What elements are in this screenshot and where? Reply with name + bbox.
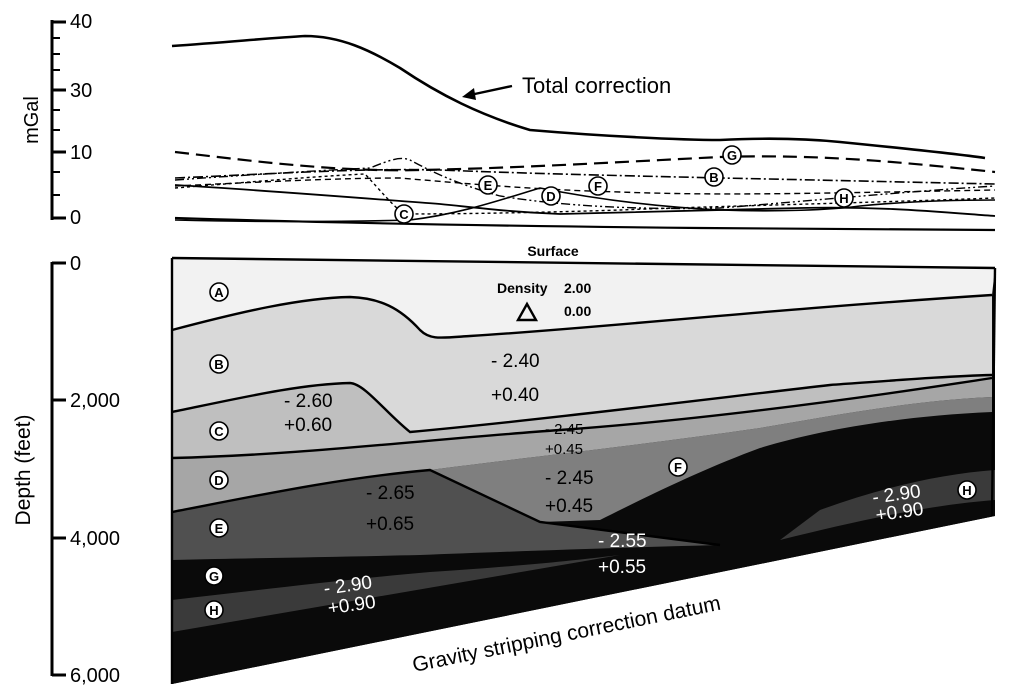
layer-marker-e-text: E [215, 521, 224, 536]
depth-tick-label-6000: 6,000 [70, 665, 120, 687]
layer-marker-f: F [668, 457, 688, 477]
depth-tick-label-2000: 2,000 [70, 390, 120, 412]
density-triangle-icon [515, 301, 539, 322]
layer-f-density: - 2.45 [545, 468, 594, 489]
curve-marker-b: B [704, 167, 724, 187]
layer-c-density: - 2.60 [284, 391, 333, 412]
curve-marker-h-text: H [839, 191, 848, 206]
density-value: 2.00 [564, 280, 591, 296]
depth-tick-label-0: 0 [70, 253, 81, 275]
curve-g [174, 150, 996, 174]
layer-b-density: - 2.40 [491, 351, 540, 372]
layer-marker-g: G [204, 566, 224, 586]
curve-marker-e-text: E [484, 178, 493, 193]
curve-marker-c: C [394, 204, 414, 224]
layer-h-left [172, 555, 620, 632]
layer-marker-h-left-text: H [209, 603, 218, 618]
curve-marker-c-text: C [399, 207, 409, 222]
curve-marker-g-text: G [727, 148, 737, 163]
layer-marker-d: D [209, 470, 229, 490]
layer-a [172, 258, 995, 338]
layer-marker-g-text: G [209, 569, 219, 584]
layer-marker-c: C [209, 421, 229, 441]
curve-marker-d-text: D [546, 189, 555, 204]
layer-marker-e: E [209, 518, 229, 538]
boundary-de [171, 468, 721, 547]
curve-marker-e: E [478, 175, 498, 195]
layer-b-delta: +0.40 [491, 385, 539, 406]
curve-h [174, 157, 996, 210]
layer-e-delta: +0.55 [598, 557, 646, 578]
depth-tick-label-4000: 4,000 [70, 528, 120, 550]
curve-marker-d: D [541, 186, 561, 206]
layer-c-density-2: - 2.45 [545, 421, 583, 438]
layer-marker-h-left: H [204, 600, 224, 620]
curve-marker-h: H [834, 188, 854, 208]
layer-marker-h-right: H [957, 480, 977, 500]
layer-marker-b: B [209, 354, 229, 374]
mgal-axis-label: mGal [21, 96, 43, 144]
curve-marker-b-text: B [709, 170, 718, 185]
total-correction-curve [171, 34, 986, 160]
curve-e [174, 177, 996, 195]
mgal-panel: 40 30 10 0 mGal Total correction G E [21, 11, 996, 232]
layer-marker-c-text: C [214, 424, 224, 439]
layer-e [172, 470, 720, 560]
total-correction-label: Total correction [522, 73, 671, 98]
boundary-ab [171, 293, 993, 339]
layer-boundaries [170, 256, 997, 684]
layer-f-delta: +0.45 [545, 496, 593, 517]
mgal-tick-label-40: 40 [70, 11, 92, 33]
mgal-tick-label-0: 0 [70, 207, 81, 229]
layer-f [430, 397, 992, 522]
right-edge [990, 267, 997, 517]
layer-e-density: - 2.55 [598, 531, 647, 552]
curve-f [174, 173, 996, 215]
curve-b [174, 168, 996, 185]
density-delta: 0.00 [564, 303, 591, 319]
layer-marker-d-text: D [214, 473, 223, 488]
depth-panel: 0 2,000 4,000 6,000 Depth (feet) Surface [12, 243, 997, 687]
layer-b [172, 295, 992, 432]
layer-marker-a: A [209, 282, 229, 302]
curve-baseline [174, 216, 996, 232]
surface-boundary [171, 256, 996, 270]
layer-marker-b-text: B [214, 357, 223, 372]
layer-marker-f-text: F [674, 460, 682, 475]
mgal-tick-label-30: 30 [70, 80, 92, 102]
curve-d [174, 187, 996, 223]
depth-axis-label: Depth (feet) [12, 415, 35, 526]
layer-marker-h-right-text: H [962, 483, 971, 498]
curve-solid-upper [174, 184, 996, 217]
layer-h-right [780, 470, 995, 540]
layer-d [172, 378, 992, 512]
mgal-tick-label-10: 10 [70, 142, 92, 164]
curve-marker-f: F [588, 176, 608, 196]
density-label: Density [497, 280, 548, 296]
curve-marker-f-text: F [594, 179, 602, 194]
layer-d-delta: +0.65 [366, 514, 414, 535]
surface-label: Surface [527, 243, 579, 259]
layer-c [172, 375, 992, 458]
boundary-bc [171, 373, 993, 434]
layer-c-delta-2: +0.45 [545, 441, 583, 458]
layer-c-delta: +0.60 [284, 415, 332, 436]
total-correction-arrow [469, 84, 513, 97]
arrow-head [462, 88, 476, 100]
curve-marker-g: G [722, 145, 742, 165]
boundary-cd [171, 376, 993, 460]
layer-d-density: - 2.65 [366, 483, 415, 504]
layer-marker-a-text: A [214, 285, 224, 300]
